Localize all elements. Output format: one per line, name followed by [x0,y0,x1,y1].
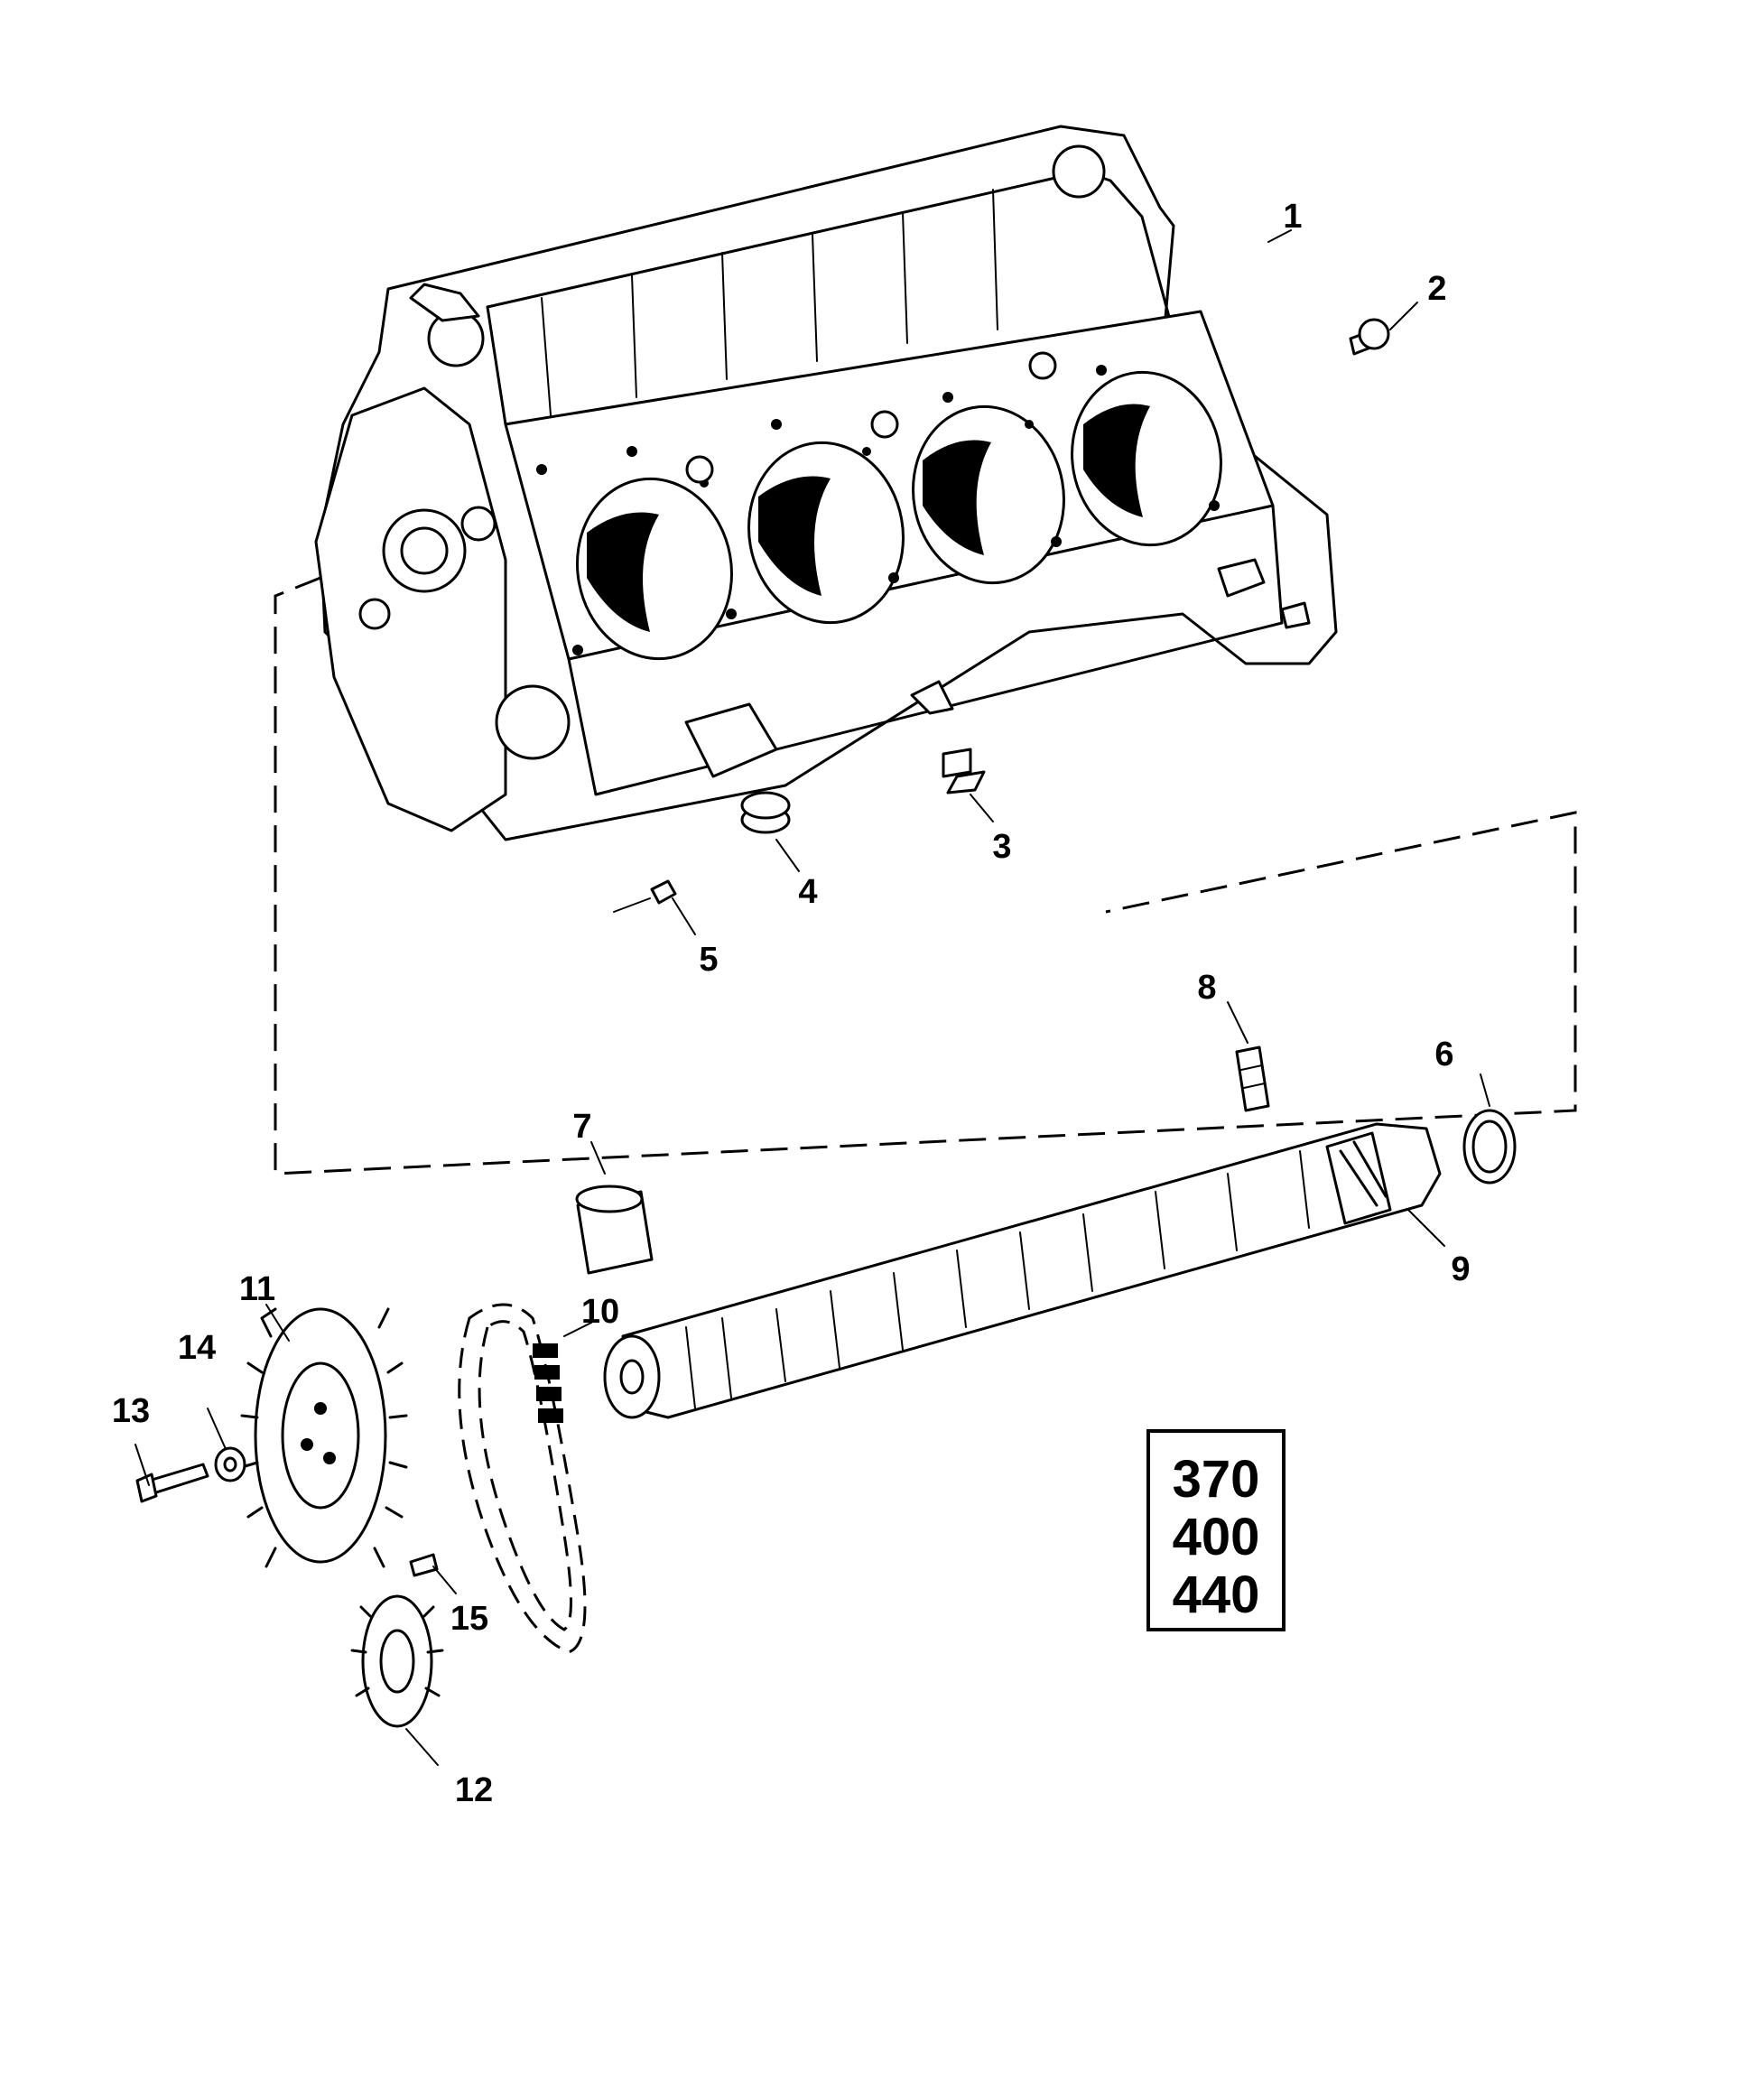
cam-bearing-7 [575,1185,654,1275]
model-370: 370 [1173,1450,1260,1509]
callout-3: 3 [992,828,1011,866]
callout-12: 12 [455,1771,493,1809]
callout-6: 6 [1434,1036,1453,1073]
callout-7: 7 [572,1108,591,1146]
callout-4: 4 [798,873,817,911]
callout-11: 11 [239,1270,275,1308]
callout-1: 1 [1283,198,1302,236]
timing-chain [458,1303,587,1654]
cam-bearing-6 [1462,1109,1517,1185]
cylinder-block [314,125,1338,841]
pipe-plug-2 [1349,318,1390,356]
camshaft-sprocket [240,1307,408,1568]
callouts: 1 2 3 4 5 6 7 8 9 10 11 12 13 14 15 [112,198,1471,1809]
key-8 [1235,1045,1270,1112]
camshaft [603,1122,1442,1419]
model-applicability-box: 370 400 440 [1146,1429,1286,1631]
washer-14 [214,1446,246,1482]
bolt-13 [135,1463,209,1503]
callout-8: 8 [1197,969,1216,1007]
callout-2: 2 [1427,270,1446,308]
callout-9: 9 [1451,1250,1470,1288]
callout-5: 5 [699,941,718,979]
dowel-pin-5 [650,879,677,905]
crankshaft-sprocket-12 [350,1594,444,1728]
callout-14: 14 [178,1329,216,1367]
callout-13: 13 [112,1392,150,1430]
fitting-3 [942,748,986,794]
model-400: 400 [1173,1508,1260,1566]
callout-15: 15 [450,1600,488,1638]
exploded-view-bracket [274,576,1577,1175]
callout-10: 10 [581,1293,619,1331]
leader-lines [135,229,1490,1766]
model-440: 440 [1173,1566,1260,1624]
dowel-pin-15 [409,1553,439,1577]
bushing-4 [740,791,791,834]
